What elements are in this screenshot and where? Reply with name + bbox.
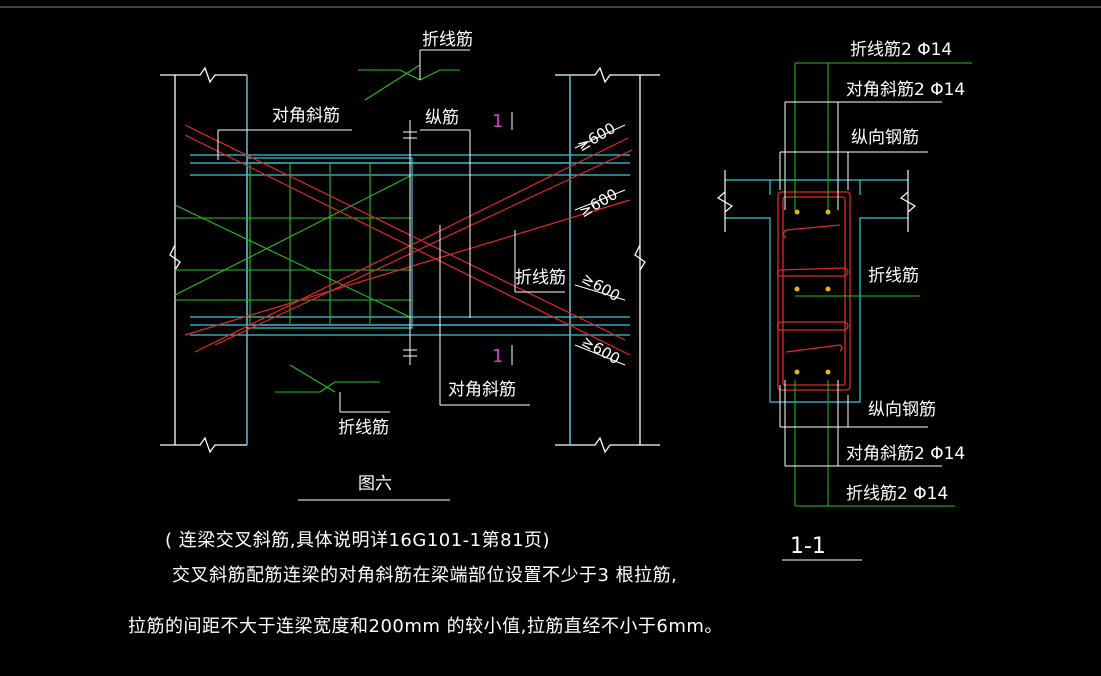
note-line-2: 交叉斜筋配筋连梁的对角斜筋在梁端部位设置不少于3 根拉筋, (172, 565, 678, 586)
leader-lines (217, 49, 626, 501)
note-line-1: ( 连梁交叉斜筋,具体说明详16G101-1第81页) (165, 530, 551, 551)
label-diagonal-bar-bottom: 对角斜筋 (448, 380, 516, 400)
section-label-bottom-diagonal: 对角斜筋2 Φ14 (846, 444, 966, 464)
section-label-top-fold: 折线筋2 Φ14 (850, 40, 953, 60)
label-longitudinal-bar: 纵筋 (425, 108, 459, 128)
label-fold-bar-top: 折线筋 (422, 30, 473, 50)
section-label-bottom-longitudinal: 纵向钢筋 (868, 400, 936, 420)
section-mark-top: 1 (492, 111, 504, 132)
left-wall-column (160, 66, 248, 454)
section-leaders (794, 62, 972, 507)
label-fold-bar-middle: 折线筋 (515, 268, 566, 288)
fold-bar-grid (174, 64, 460, 393)
section-label-top-diagonal: 对角斜筋2 Φ14 (846, 80, 966, 100)
section-label-top-longitudinal: 纵向钢筋 (851, 128, 919, 148)
figure-title: 图六 (358, 474, 392, 494)
section-label-bottom-fold: 折线筋2 Φ14 (846, 484, 949, 504)
label-fold-bar-bottom: 折线筋 (338, 418, 389, 438)
section-stirrups (776, 191, 851, 391)
section-mark-bottom: 1 (492, 346, 504, 367)
section-bar-dots (794, 209, 831, 375)
section-title: 1-1 (790, 534, 826, 559)
section-outline (725, 179, 908, 403)
section-leaders-white (779, 101, 942, 561)
note-line-3: 拉筋的间距不大于连梁宽度和200mm 的较小值,拉筋直经不小于6mm。 (128, 616, 723, 637)
section-label-middle-fold: 折线筋 (868, 266, 919, 286)
section-breaks (716, 170, 917, 232)
diagonal-bars (184, 124, 633, 356)
label-diagonal-bar-top: 对角斜筋 (272, 106, 340, 126)
